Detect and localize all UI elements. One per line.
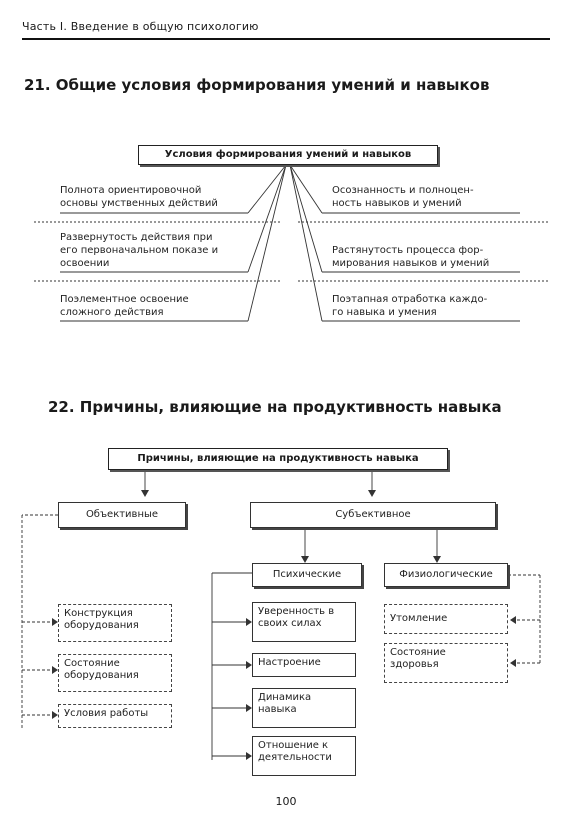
cond-line: Растянутость процесса фор- [332, 245, 484, 256]
section-22-title: 22. Причины, влияющие на продуктивность … [48, 398, 502, 416]
header-rule [22, 38, 550, 40]
s22-header-box: Причины, влияющие на продуктивность навы… [108, 448, 448, 470]
cond-line: Полнота ориентировочной [60, 185, 202, 196]
cond-line: освоении [60, 258, 110, 269]
page-number: 100 [275, 795, 297, 808]
item-line: деятельности [258, 752, 332, 763]
cond-line: Поэлементное освоение [60, 294, 189, 305]
objective-item-1: Конструкция оборудования [58, 604, 172, 642]
s21-header-box: Условия формирования умений и навыков [138, 145, 438, 165]
objective-item-2: Состояние оборудования [58, 654, 172, 692]
s21-left-cond-1: Полнота ориентировочной основы умственны… [60, 184, 218, 210]
psychic-item-3: Динамика навыка [252, 688, 356, 728]
item-line: Настроение [258, 657, 321, 668]
psychic-item-2: Настроение [252, 653, 356, 677]
item-line: Утомление [390, 613, 448, 624]
cond-line: его первоначальном показе и [60, 245, 219, 256]
item-line: своих силах [258, 618, 322, 629]
objective-box: Объективные [58, 502, 186, 528]
cond-line: го навыка и умения [332, 307, 437, 318]
s22-lines [21, 470, 541, 760]
psychic-item-1: Уверенность в своих силах [252, 602, 356, 642]
s21-right-cond-3: Поэтапная отработка каждо- го навыка и у… [332, 293, 487, 319]
s21-right-cond-2: Растянутость процесса фор- мирования нав… [332, 244, 489, 270]
item-line: Условия работы [64, 708, 149, 719]
item-line: навыка [258, 704, 297, 715]
subjective-box: Субъективное [250, 502, 496, 528]
s21-left-cond-3: Поэлементное освоение сложного действия [60, 293, 189, 319]
item-line: здоровья [390, 659, 439, 670]
item-line: Уверенность в [258, 606, 335, 617]
cond-line: основы умственных действий [60, 198, 218, 209]
item-line: Динамика [258, 692, 312, 703]
item-line: Состояние [390, 647, 446, 658]
cond-line: сложного действия [60, 307, 164, 318]
s21-right-cond-1: Осознанность и полноцен- ность навыков и… [332, 184, 474, 210]
physio-box: Физиологические [384, 563, 508, 587]
section-21-title: 21. Общие условия формирования умений и … [24, 76, 490, 94]
item-line: Конструкция [64, 608, 133, 619]
s21-lines [34, 164, 550, 322]
psychic-box: Психические [252, 563, 362, 587]
psychic-item-4: Отношение к деятельности [252, 736, 356, 776]
physio-item-2: Состояние здоровья [384, 643, 508, 683]
item-line: Состояние [64, 658, 120, 669]
item-line: оборудования [64, 620, 139, 631]
item-line: оборудования [64, 670, 139, 681]
running-header: Часть I. Введение в общую психологию [22, 20, 259, 33]
cond-line: Развернутость действия при [60, 232, 213, 243]
item-line: Отношение к [258, 740, 329, 751]
cond-line: ность навыков и умений [332, 198, 462, 209]
s21-left-cond-2: Развернутость действия при его первонача… [60, 231, 218, 270]
cond-line: мирования навыков и умений [332, 258, 490, 269]
objective-item-3: Условия работы [58, 704, 172, 728]
cond-line: Поэтапная отработка каждо- [332, 294, 488, 305]
physio-item-1: Утомление [384, 604, 508, 634]
cond-line: Осознанность и полноцен- [332, 185, 474, 196]
